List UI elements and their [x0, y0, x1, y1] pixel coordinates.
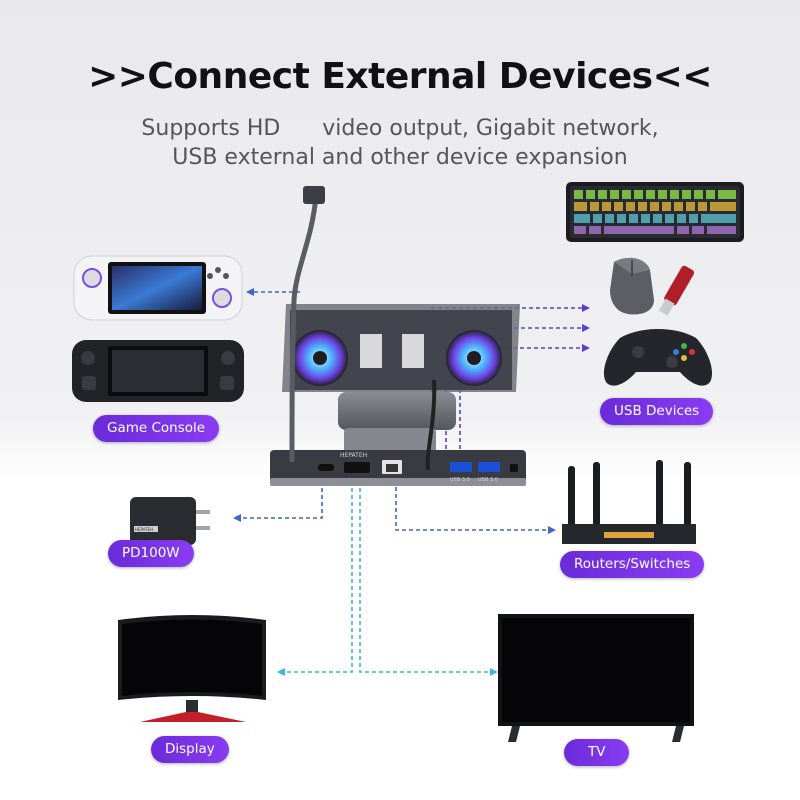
subtitle-line-1: Supports HD video output, Gigabit networ… — [141, 116, 659, 141]
label-game-console: Game Console — [93, 415, 220, 442]
handheld-console-icon — [73, 255, 243, 321]
monitor-icon — [118, 615, 266, 722]
brand-mark: HEPATEH — [340, 452, 367, 459]
video-line-tv — [359, 488, 490, 673]
arrowheads — [233, 288, 590, 676]
mouse-icon — [610, 257, 654, 315]
power-line — [240, 488, 323, 519]
subtitle-line-2: USB external and other device expansion — [172, 145, 628, 170]
gamepad-icon — [603, 329, 713, 386]
keyboard-icon — [566, 182, 744, 242]
handheld-console-icon — [72, 340, 244, 402]
label-pd100w: PD100W — [108, 540, 194, 567]
dock-stand — [270, 304, 526, 486]
label-routers-switches: Routers/Switches — [560, 551, 705, 578]
label-tv: TV — [564, 739, 630, 766]
port-label-usb-1: USB 3.0 — [450, 477, 470, 483]
usb-drive-icon — [658, 265, 695, 316]
page-subtitle: Supports HD video output, Gigabit networ… — [0, 114, 800, 172]
port-label-usb-2: USB 3.0 — [478, 477, 498, 483]
gooseneck-cable — [289, 195, 319, 463]
label-usb-devices: USB Devices — [600, 398, 714, 425]
router-icon — [562, 460, 696, 544]
label-display: Display — [151, 736, 229, 763]
charger-icon — [130, 497, 210, 545]
network-line — [395, 480, 548, 531]
tv-icon — [498, 614, 694, 742]
video-line-display — [285, 488, 353, 673]
charger-mark: HEPATEH — [135, 527, 153, 532]
page-title: >>Connect External Devices<< — [88, 56, 712, 97]
